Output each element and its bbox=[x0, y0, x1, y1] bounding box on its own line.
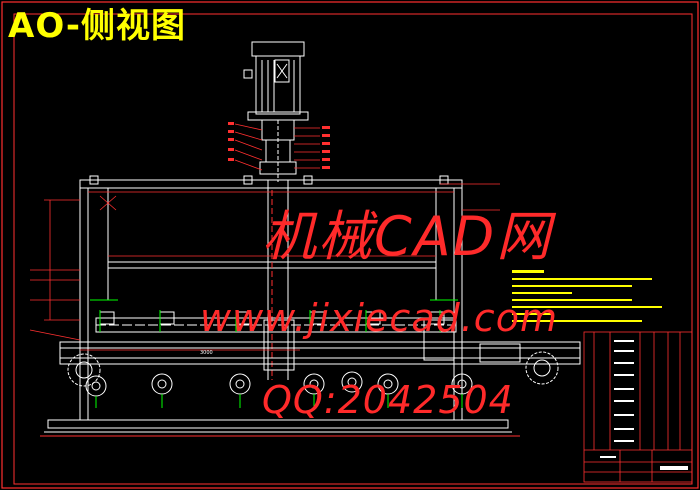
title-block bbox=[583, 331, 693, 483]
watermark-qq: QQ:2042504 bbox=[262, 378, 514, 422]
dimension-lines-left bbox=[29, 195, 300, 351]
parts-list-text bbox=[600, 340, 688, 470]
sprocket-left bbox=[67, 353, 101, 387]
sprocket-right bbox=[525, 351, 559, 385]
coupling-assembly bbox=[259, 119, 297, 182]
leader-labels bbox=[228, 122, 330, 169]
conveyor-beam bbox=[59, 311, 581, 371]
base-plate bbox=[40, 419, 520, 437]
leader-lines-right bbox=[234, 123, 320, 171]
watermark-url: www.jixiecad.com bbox=[200, 296, 558, 340]
drawing-title: AO-侧视图 bbox=[8, 6, 186, 46]
watermark-site-name: 机械CAD网 bbox=[262, 205, 553, 268]
dimension-lines-top bbox=[88, 183, 500, 257]
dimension-label: 3000 bbox=[200, 350, 213, 356]
roller-supports bbox=[95, 394, 463, 408]
accent-lines bbox=[90, 299, 458, 332]
inner-border bbox=[13, 13, 693, 485]
motor bbox=[243, 41, 309, 121]
technical-notes bbox=[512, 270, 662, 322]
